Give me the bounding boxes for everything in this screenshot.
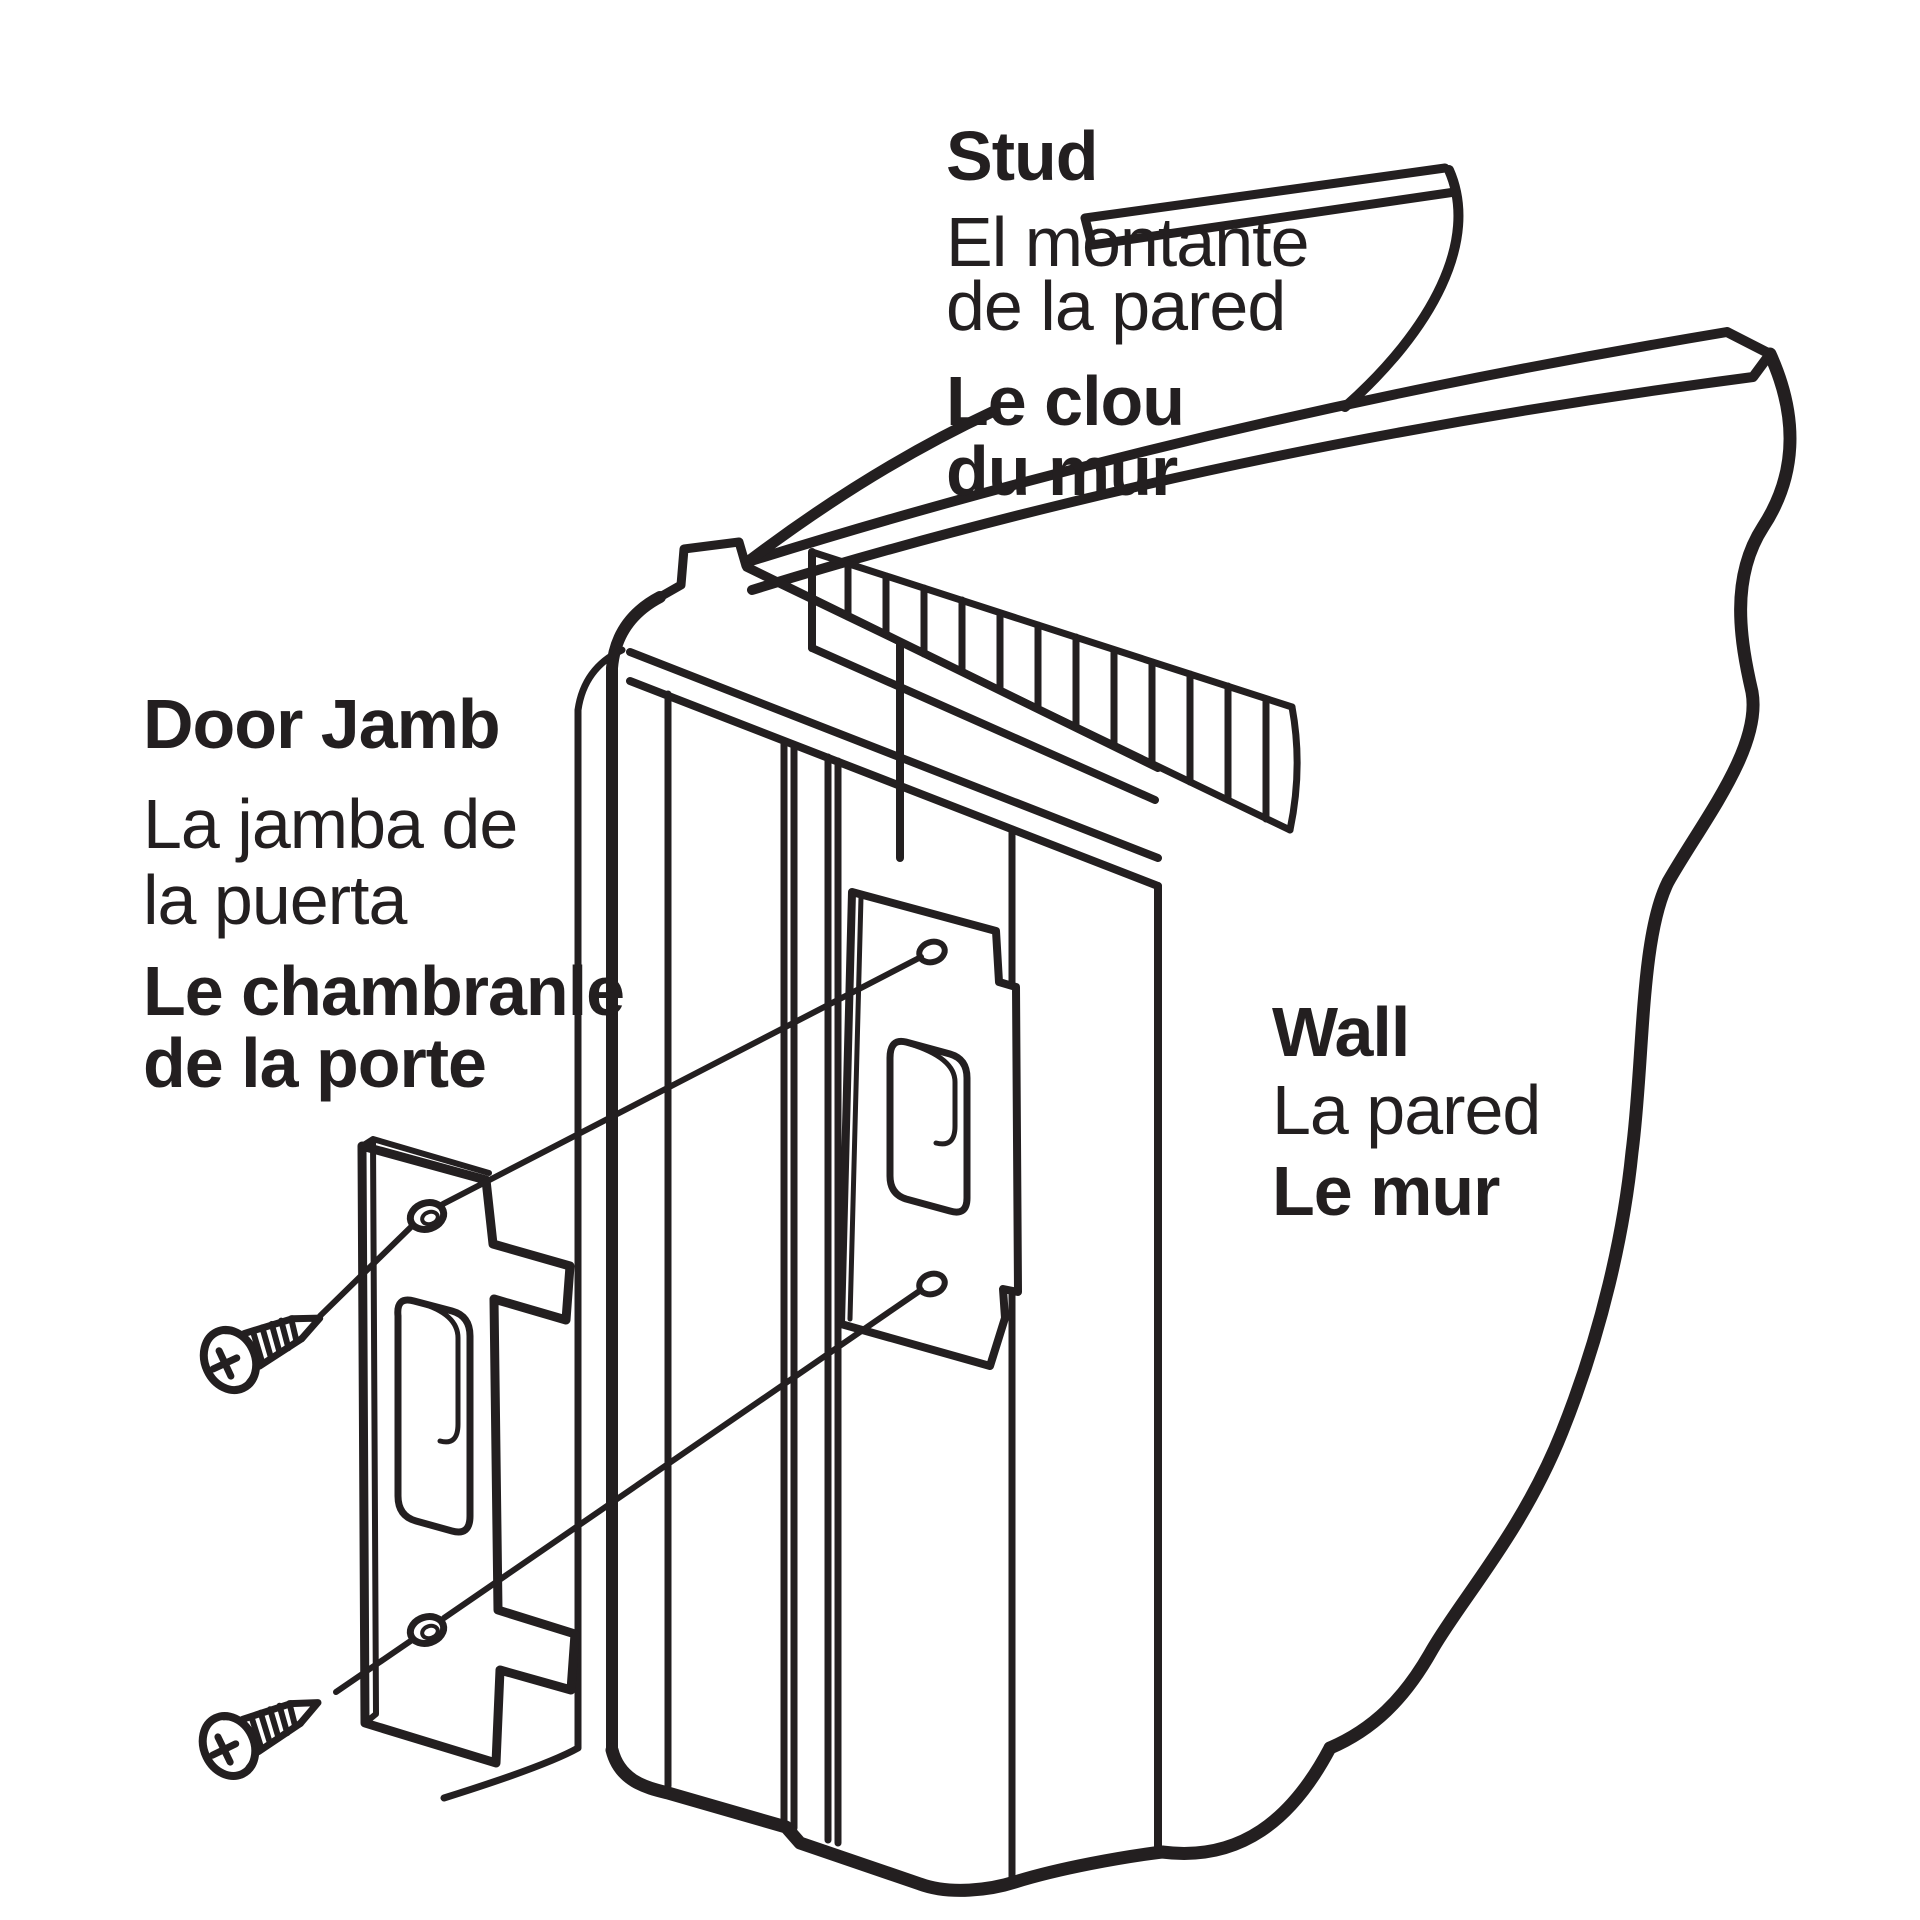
exploded-plate-latch-opening xyxy=(394,1296,474,1536)
screw-tip xyxy=(287,1699,322,1727)
stud-top-corner xyxy=(655,537,751,602)
exploded-plate-thickness-lines xyxy=(359,1136,492,1726)
mounted-latch-depth-line xyxy=(907,1041,958,1147)
screw-head-rim xyxy=(220,1714,259,1771)
alignment-line-bottom xyxy=(333,1287,924,1695)
screw-threads xyxy=(248,1700,299,1753)
door-frame-casing-line xyxy=(440,646,626,1802)
stud-label-title: Stud xyxy=(946,117,1099,195)
alignment-lines xyxy=(317,954,924,1695)
mounted-strike-plate xyxy=(837,888,1022,1370)
wall-bottom-edge xyxy=(1155,1741,1337,1860)
exploded-hole-top-inner-ring xyxy=(420,1209,440,1227)
wall-label-title: Wall xyxy=(1272,993,1410,1071)
exploded-latch-depth-line xyxy=(417,1300,461,1445)
wall-torn-edge xyxy=(1323,347,1797,1755)
door-jamb-label-title: Door Jamb xyxy=(143,685,501,763)
mounted-plate-thickness-line xyxy=(847,894,864,1322)
exploded-plate-screw-hole-bottom xyxy=(406,1613,448,1647)
screw-tip xyxy=(288,1314,324,1343)
wall-illustration xyxy=(743,163,1797,1860)
screw-bottom xyxy=(198,1699,322,1780)
exploded-plate-screw-hole-top xyxy=(406,1199,448,1233)
door-frame-outer-edge xyxy=(606,591,666,1756)
frame-head-edges xyxy=(626,562,1162,890)
screw-head-rim xyxy=(222,1328,260,1385)
top-plate-tear-line xyxy=(1340,165,1464,412)
wall-label-french: Le mur xyxy=(1272,1152,1500,1230)
exploded-strike-plate xyxy=(357,1136,580,1768)
alignment-line-top xyxy=(317,954,924,1319)
wall-label-spanish: La pared xyxy=(1272,1071,1541,1149)
stud-leader-line xyxy=(744,406,998,566)
phillips-cross-icon xyxy=(208,1733,240,1766)
mounted-plate-latch-opening xyxy=(886,1037,971,1216)
door-jamb-illustration xyxy=(440,562,1169,1897)
screw-threads xyxy=(249,1315,300,1367)
top-plate-strip xyxy=(1080,163,1460,250)
frame-bottom-edge xyxy=(605,1743,1169,1897)
door-frame-vertical-lines xyxy=(664,690,1016,1882)
exploded-hole-bottom-inner-ring xyxy=(420,1623,440,1641)
screw-top xyxy=(199,1314,324,1395)
phillips-cross-icon xyxy=(209,1347,241,1380)
